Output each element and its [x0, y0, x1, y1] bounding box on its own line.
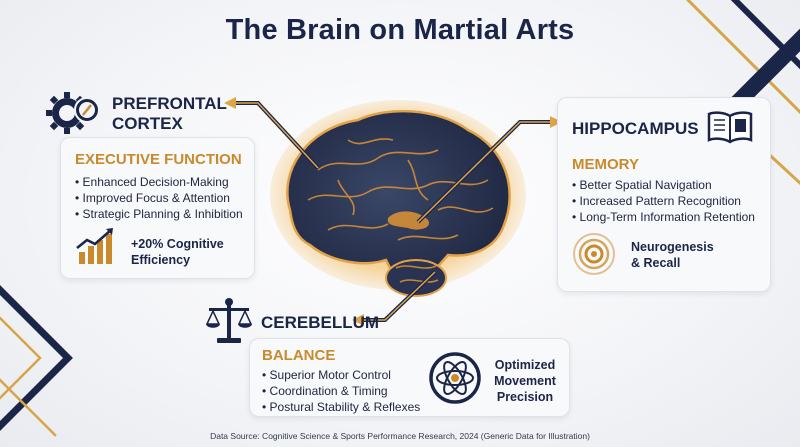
card-heading: BALANCE — [262, 347, 336, 364]
card-heading: EXECUTIVE FUNCTION — [75, 151, 242, 168]
hippocampus-title: HIPPOCAMPUS — [572, 119, 699, 138]
neurogenesis-stat: Neurogenesis & Recall — [631, 239, 714, 271]
movement-precision-stat: Optimized Movement Precision — [490, 357, 560, 405]
stat-line3: Precision — [496, 390, 554, 404]
stat-line2: Efficiency — [131, 253, 191, 267]
list-item: Postural Stability & Reflexes — [262, 399, 421, 415]
list-item: Long-Term Information Retention — [572, 209, 755, 225]
page-title: The Brain on Martial Arts — [225, 14, 575, 46]
stat-line2: & Recall — [631, 256, 681, 270]
list-item: Better Spatial Navigation — [572, 177, 755, 193]
list-item: Improved Focus & Attention — [75, 190, 243, 206]
balance-list: Superior Motor Control Coordination & Ti… — [262, 367, 421, 415]
list-item: Increased Pattern Recognition — [572, 193, 755, 209]
balance-card: BALANCE Superior Motor Control Coordinat… — [249, 338, 570, 417]
list-item: Coordination & Timing — [262, 383, 420, 399]
open-book-icon — [707, 111, 753, 144]
stat-line1: Neurogenesis — [631, 240, 714, 254]
prefrontal-name-line1: PREFRONTAL — [112, 94, 227, 113]
stat-line1: Optimized — [494, 358, 556, 372]
concentric-rings-icon — [573, 233, 615, 275]
stat-line1: +20% Cognitive — [131, 237, 224, 251]
prefrontal-name-line2: CORTEX — [112, 113, 183, 133]
executive-function-card: EXECUTIVE FUNCTION Enhanced Decision-Mak… — [60, 137, 255, 279]
data-source-footnote: Data Source: Cognitive Science & Sports … — [210, 431, 590, 441]
cerebellum-title: CEREBELLUM — [261, 313, 380, 332]
list-item: Strategic Planning & Inhibition — [75, 206, 243, 222]
balance-scale-icon — [205, 298, 253, 343]
prefrontal-cortex-title: PREFRONTAL CORTEX — [112, 94, 227, 133]
executive-function-list: Enhanced Decision-Making Improved Focus … — [75, 174, 243, 222]
bar-chart-arrow-icon — [76, 228, 113, 264]
memory-card: HIPPOCAMPUS MEMORY Better Spatial Naviga… — [557, 97, 771, 292]
atom-icon — [429, 352, 481, 404]
brain-illustration — [270, 100, 526, 297]
list-item: Enhanced Decision-Making — [75, 174, 243, 190]
card-heading: MEMORY — [572, 156, 639, 173]
cognitive-efficiency-stat: +20% Cognitive Efficiency — [131, 236, 224, 268]
gear-compass-icon — [46, 92, 100, 134]
stat-line2: Movement — [494, 374, 556, 388]
list-item: Superior Motor Control — [262, 367, 420, 383]
memory-list: Better Spatial Navigation Increased Patt… — [572, 177, 755, 225]
